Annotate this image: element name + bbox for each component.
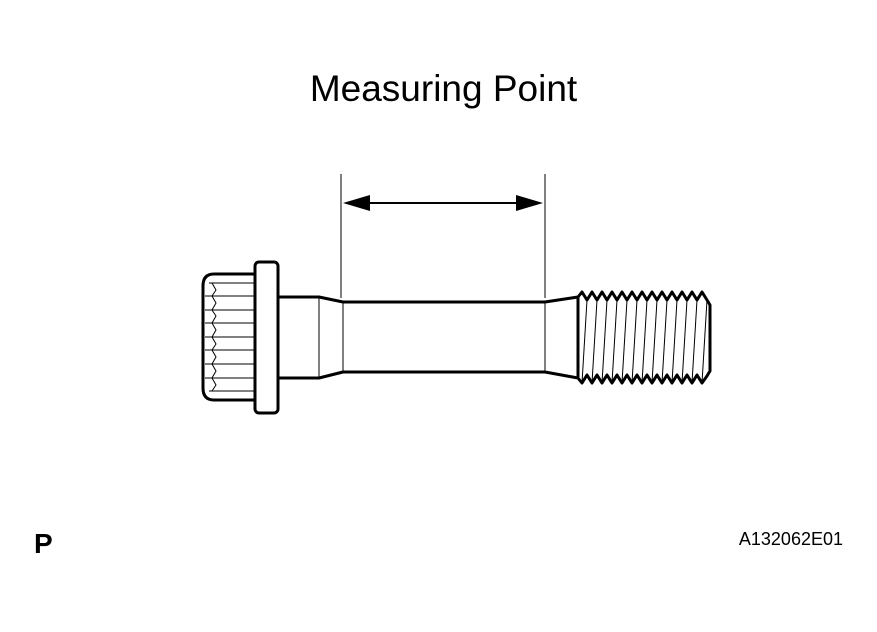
bolt-icon: [201, 260, 712, 415]
corner-letter: P: [34, 528, 53, 559]
shank-transition-lines: [318, 297, 546, 378]
bolt-flange: [253, 260, 280, 415]
figure-code: A132062E01: [738, 529, 843, 549]
bolt-shank: [276, 295, 580, 380]
bolt-head: [201, 272, 257, 402]
double-arrow-icon: [343, 195, 543, 211]
bolt-thread: [576, 290, 712, 385]
diagram-title: Measuring Point: [309, 68, 578, 109]
dimension-extension-lines: [340, 174, 546, 298]
